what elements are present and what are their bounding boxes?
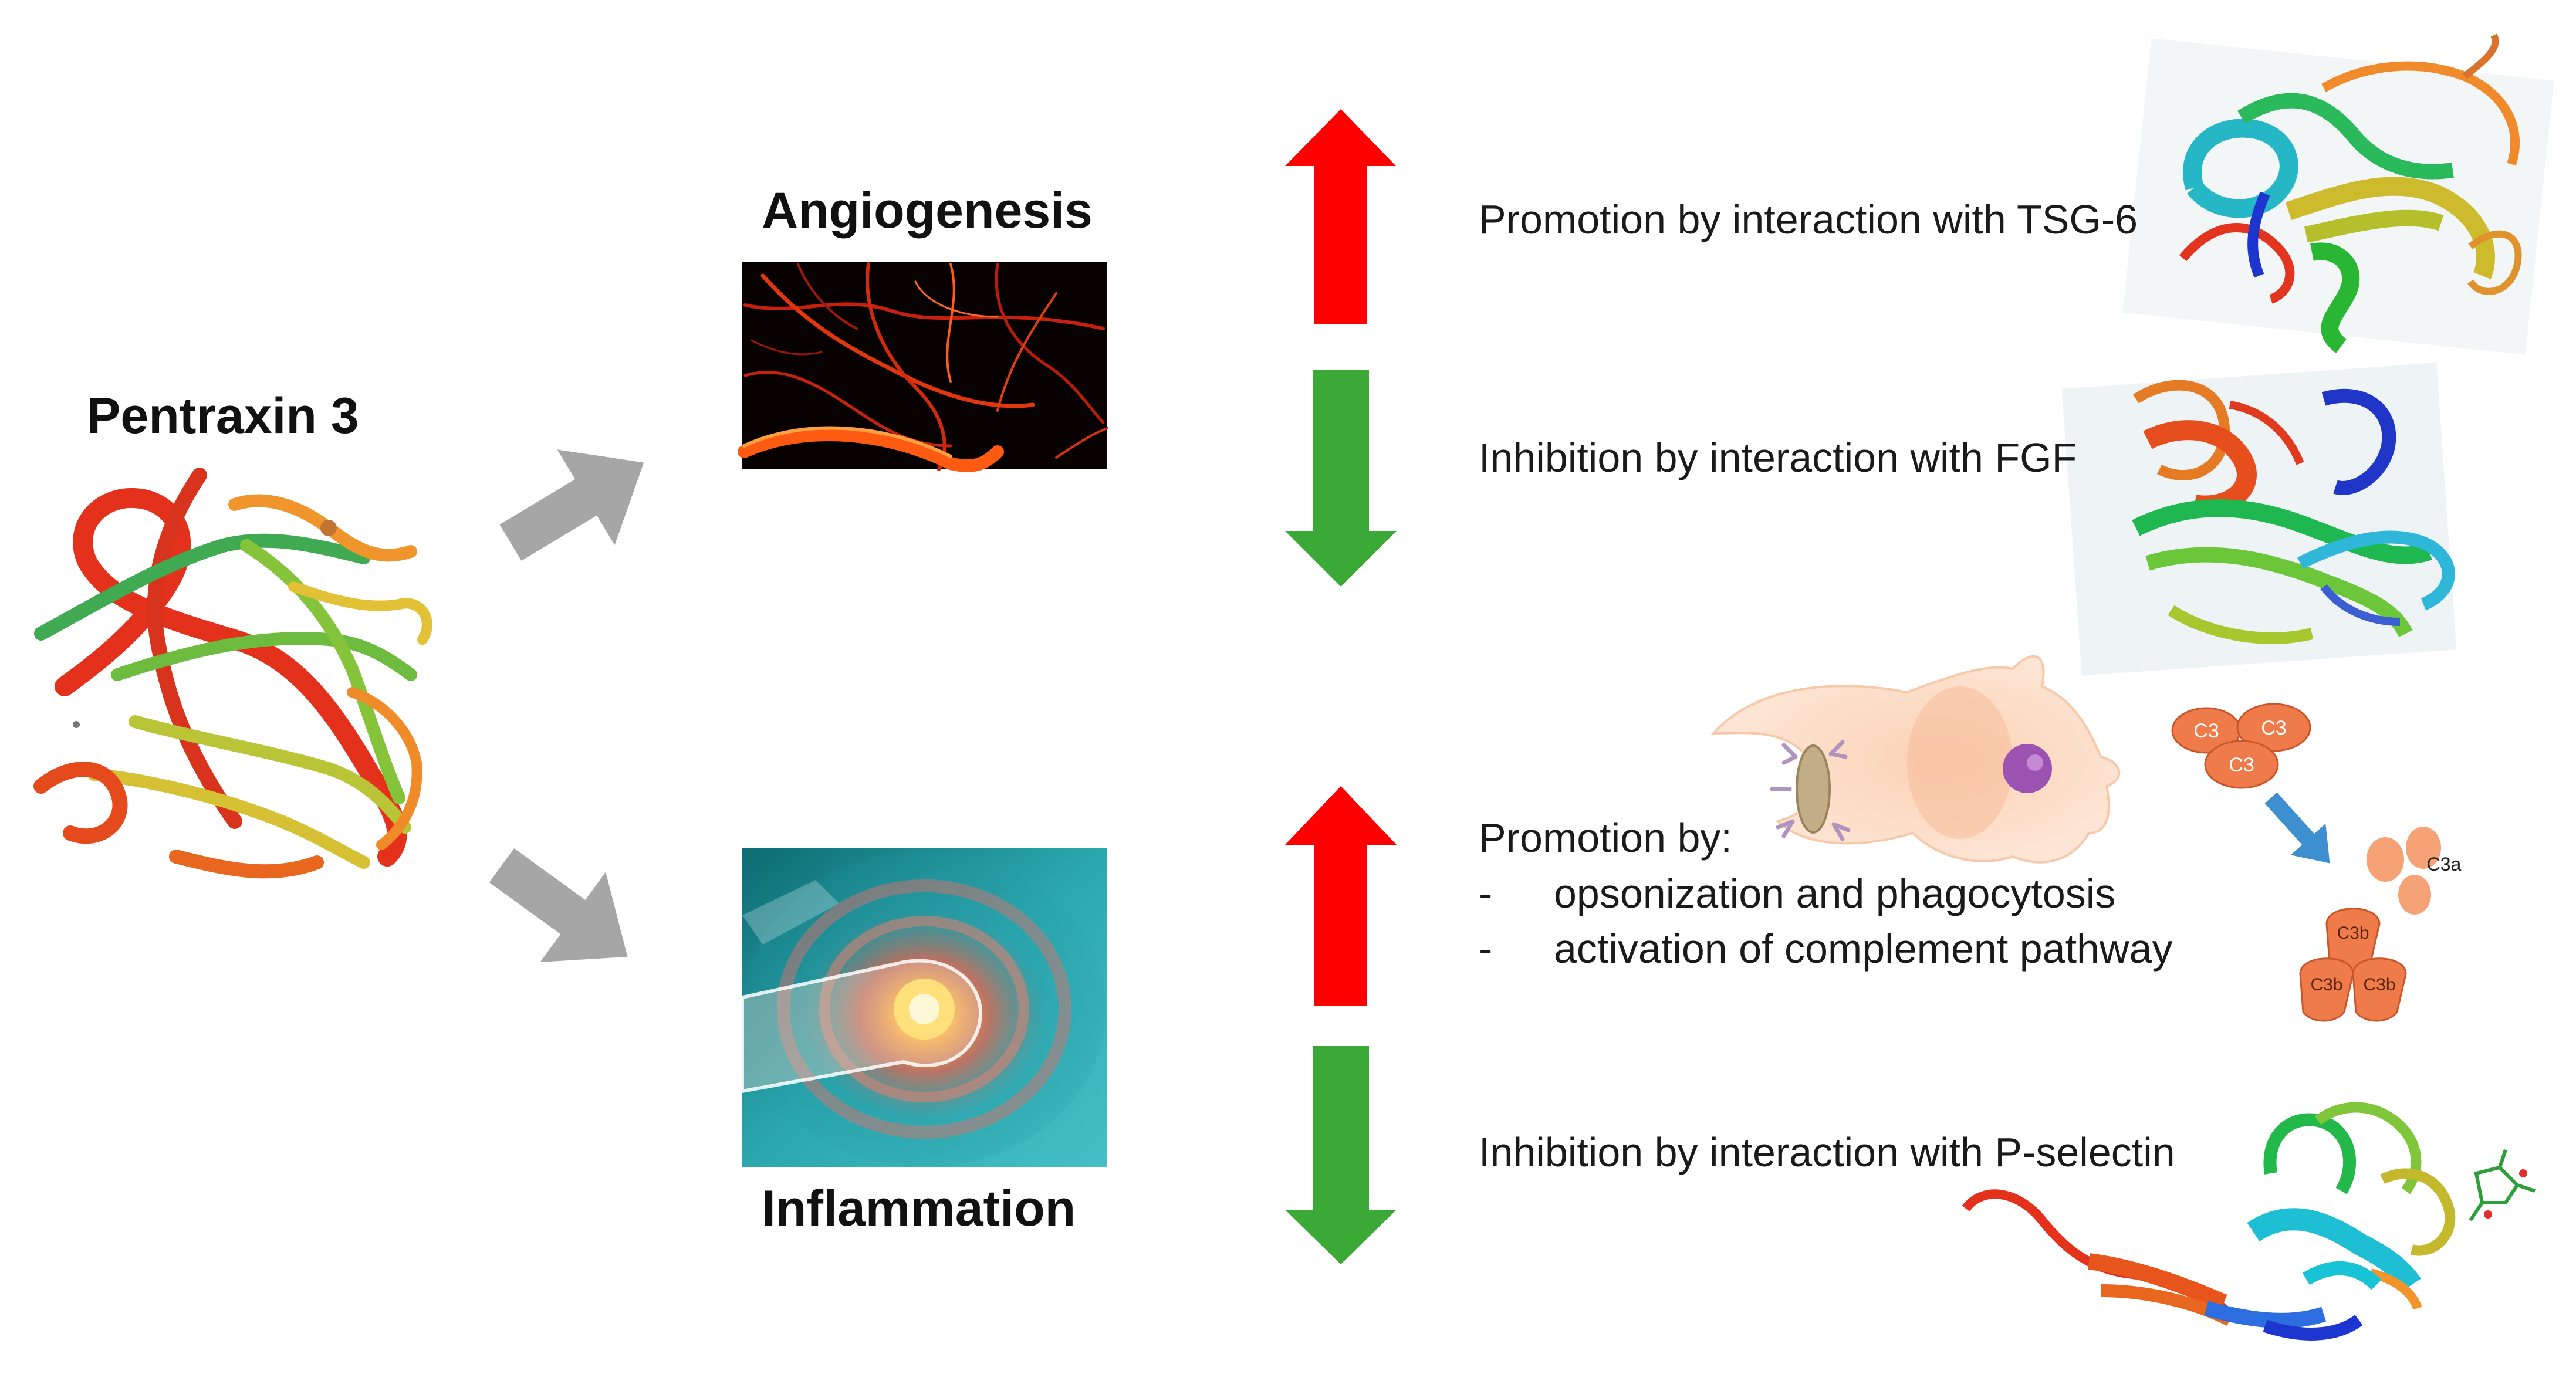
inflammation-promotion-title: Promotion by: xyxy=(1479,815,1732,861)
flow-arrow-to-inflammation xyxy=(489,848,628,963)
bullet-text: opsonization and phagocytosis xyxy=(1554,871,2116,916)
inflammation-bullet-1: - opsonization and phagocytosis xyxy=(1479,870,2115,917)
inflammation-up-arrow xyxy=(1285,786,1397,1006)
angiogenesis-promotion-text: Promotion by interaction with TSG-6 xyxy=(1479,197,2138,242)
complement-cleavage-arrow xyxy=(2264,792,2330,864)
c3b-label-c: C3b xyxy=(2363,975,2395,994)
angiogenesis-up-arrow xyxy=(1285,109,1396,324)
inflammation-heading: Inflammation xyxy=(762,1180,1076,1237)
inflammation-bullet-2: - activation of complement pathway xyxy=(1479,925,2172,972)
fgf-protein-structure xyxy=(2061,363,2457,676)
angiogenesis-inhibition-text: Inhibition by interaction with FGF xyxy=(1479,435,2077,480)
angiogenesis-heading: Angiogenesis xyxy=(762,182,1093,239)
c3-label-b: C3 xyxy=(2261,717,2286,739)
tsg6-protein-structure xyxy=(2122,33,2554,355)
c3-label-a: C3 xyxy=(2193,720,2219,742)
bullet-marker: - xyxy=(1479,926,1493,972)
bullet-text: activation of complement pathway xyxy=(1554,926,2173,972)
phagocyte-cell-illustration xyxy=(1710,655,2121,864)
flow-arrow-to-angiogenesis xyxy=(499,449,644,561)
complement-pathway-illustration: C3 C3 C3 C3a C3b C3b C3b xyxy=(2171,703,2462,1022)
c3a-label: C3a xyxy=(2427,854,2462,875)
angiogenesis-image xyxy=(738,262,1108,472)
inflammation-image xyxy=(741,848,1107,1167)
inflammation-down-arrow xyxy=(1285,1046,1397,1264)
angiogenesis-down-arrow xyxy=(1285,370,1397,587)
diagram-title: Pentraxin 3 xyxy=(87,388,359,444)
bullet-marker: - xyxy=(1479,871,1493,916)
c3-label-c: C3 xyxy=(2229,754,2254,776)
c3b-label-b: C3b xyxy=(2310,975,2342,994)
pentraxin3-protein-illustration xyxy=(33,468,432,879)
c3b-label-a: C3b xyxy=(2337,923,2369,943)
inflammation-inhibition-text: Inhibition by interaction with P-selecti… xyxy=(1479,1129,2175,1175)
p-selectin-protein-structure xyxy=(1962,1102,2536,1341)
